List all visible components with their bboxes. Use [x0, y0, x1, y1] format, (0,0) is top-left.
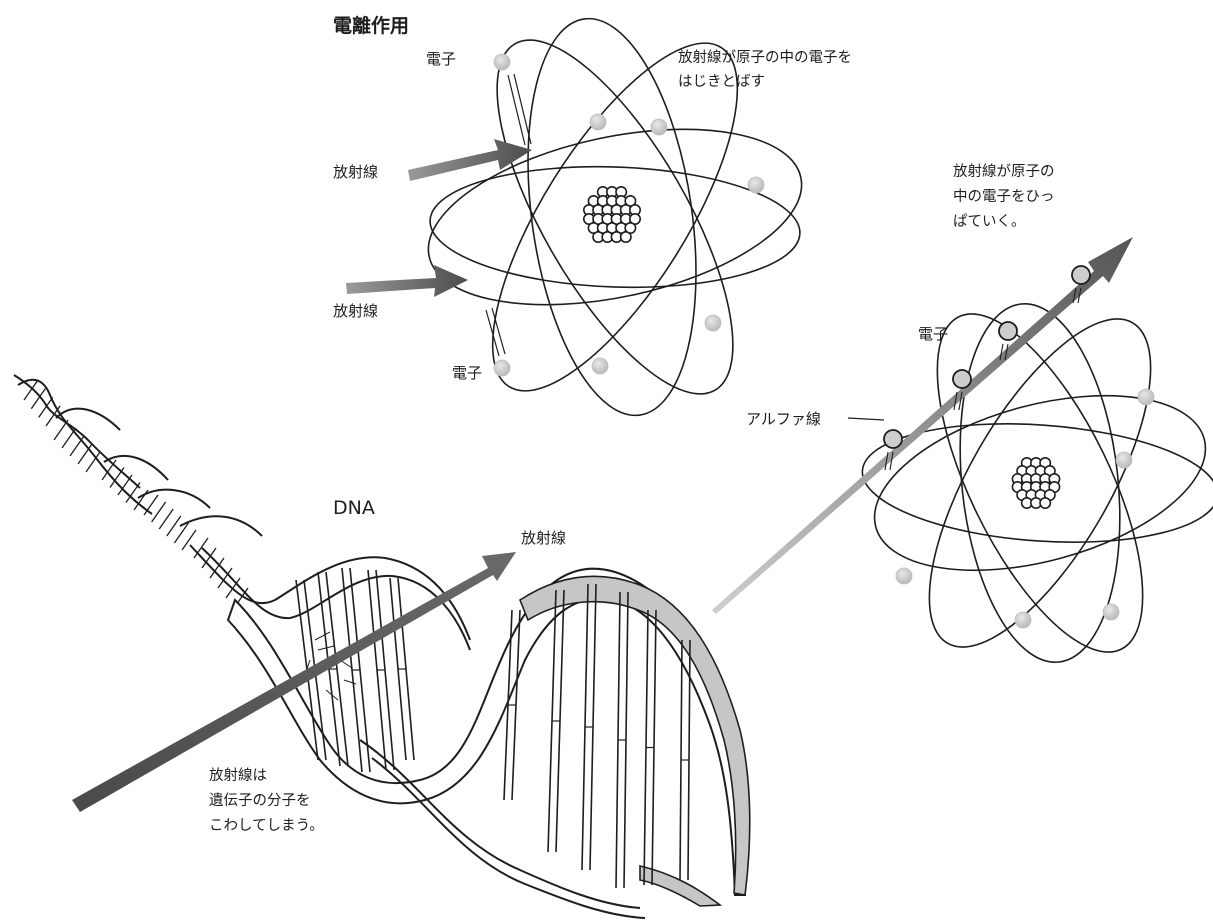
- electron: [494, 54, 510, 70]
- electron: [748, 177, 764, 193]
- captured-electron: [953, 370, 971, 388]
- alpha-electron-label: 電子: [918, 325, 948, 343]
- electron: [705, 315, 721, 331]
- hatch-line: [152, 502, 166, 522]
- captured-electron: [1072, 266, 1090, 284]
- hatch-line: [62, 428, 76, 448]
- alpha-label-leader: [848, 418, 884, 420]
- hatch-line: [194, 538, 208, 558]
- hatch-line: [134, 490, 148, 510]
- alpha-atom: [712, 237, 1213, 680]
- hatch-line: [31, 389, 45, 409]
- electron: [1015, 612, 1031, 628]
- radiation-label-upper: 放射線: [333, 163, 378, 181]
- electron: [651, 119, 667, 135]
- electron: [1103, 604, 1119, 620]
- radiation-label-lower: 放射線: [333, 302, 378, 320]
- hatch-line: [102, 460, 116, 480]
- electron-label-top: 電子: [426, 50, 456, 68]
- electron: [1138, 389, 1154, 405]
- dna-caption-line-3: こわしてしまう。: [209, 817, 324, 834]
- ionization-atom: [346, 8, 817, 426]
- hatch-line: [39, 397, 53, 417]
- nucleon: [621, 232, 631, 242]
- hatch-line: [78, 444, 92, 464]
- electron: [896, 568, 912, 584]
- electron: [590, 114, 606, 130]
- dna-caption-line-1: 放射線は: [209, 767, 267, 784]
- electron-label-bottom: 電子: [452, 364, 482, 382]
- electron: [1116, 452, 1132, 468]
- hatch-line: [144, 495, 158, 515]
- hatch-line: [70, 436, 84, 456]
- dna-title: DNA: [333, 497, 375, 519]
- nucleon: [1040, 498, 1050, 508]
- captured-electron: [999, 322, 1017, 340]
- nucleus: [1012, 458, 1059, 508]
- nucleus: [584, 187, 640, 242]
- alpha-caption-line-1: 放射線が原子の: [953, 163, 1055, 180]
- dna-caption-line-2: 遺伝子の分子を: [209, 792, 311, 809]
- radiation-arrow-upper: [408, 139, 532, 181]
- ionization-caption-line-2: はじきとばす: [678, 73, 765, 90]
- radiation-arrow-lower: [346, 265, 468, 297]
- hatch-line: [54, 420, 68, 440]
- hatch-line: [159, 509, 173, 529]
- alpha-ray-label: アルファ線: [746, 410, 821, 428]
- dna-radiation-label: 放射線: [521, 529, 566, 547]
- hatch-line: [167, 516, 181, 536]
- alpha-caption-line-3: ぱていく。: [953, 213, 1026, 230]
- ionization-caption-line-1: 放射線が原子の中の電子を: [678, 49, 852, 66]
- alpha-caption-line-2: 中の電子をひっ: [953, 188, 1055, 205]
- electron: [592, 358, 608, 374]
- captured-electron: [884, 430, 902, 448]
- electron: [494, 360, 510, 376]
- dna-backbone-lower: [360, 740, 640, 908]
- hatch-line: [182, 530, 196, 550]
- dna-helix: [14, 375, 750, 918]
- ionization-title: 電離作用: [333, 14, 409, 37]
